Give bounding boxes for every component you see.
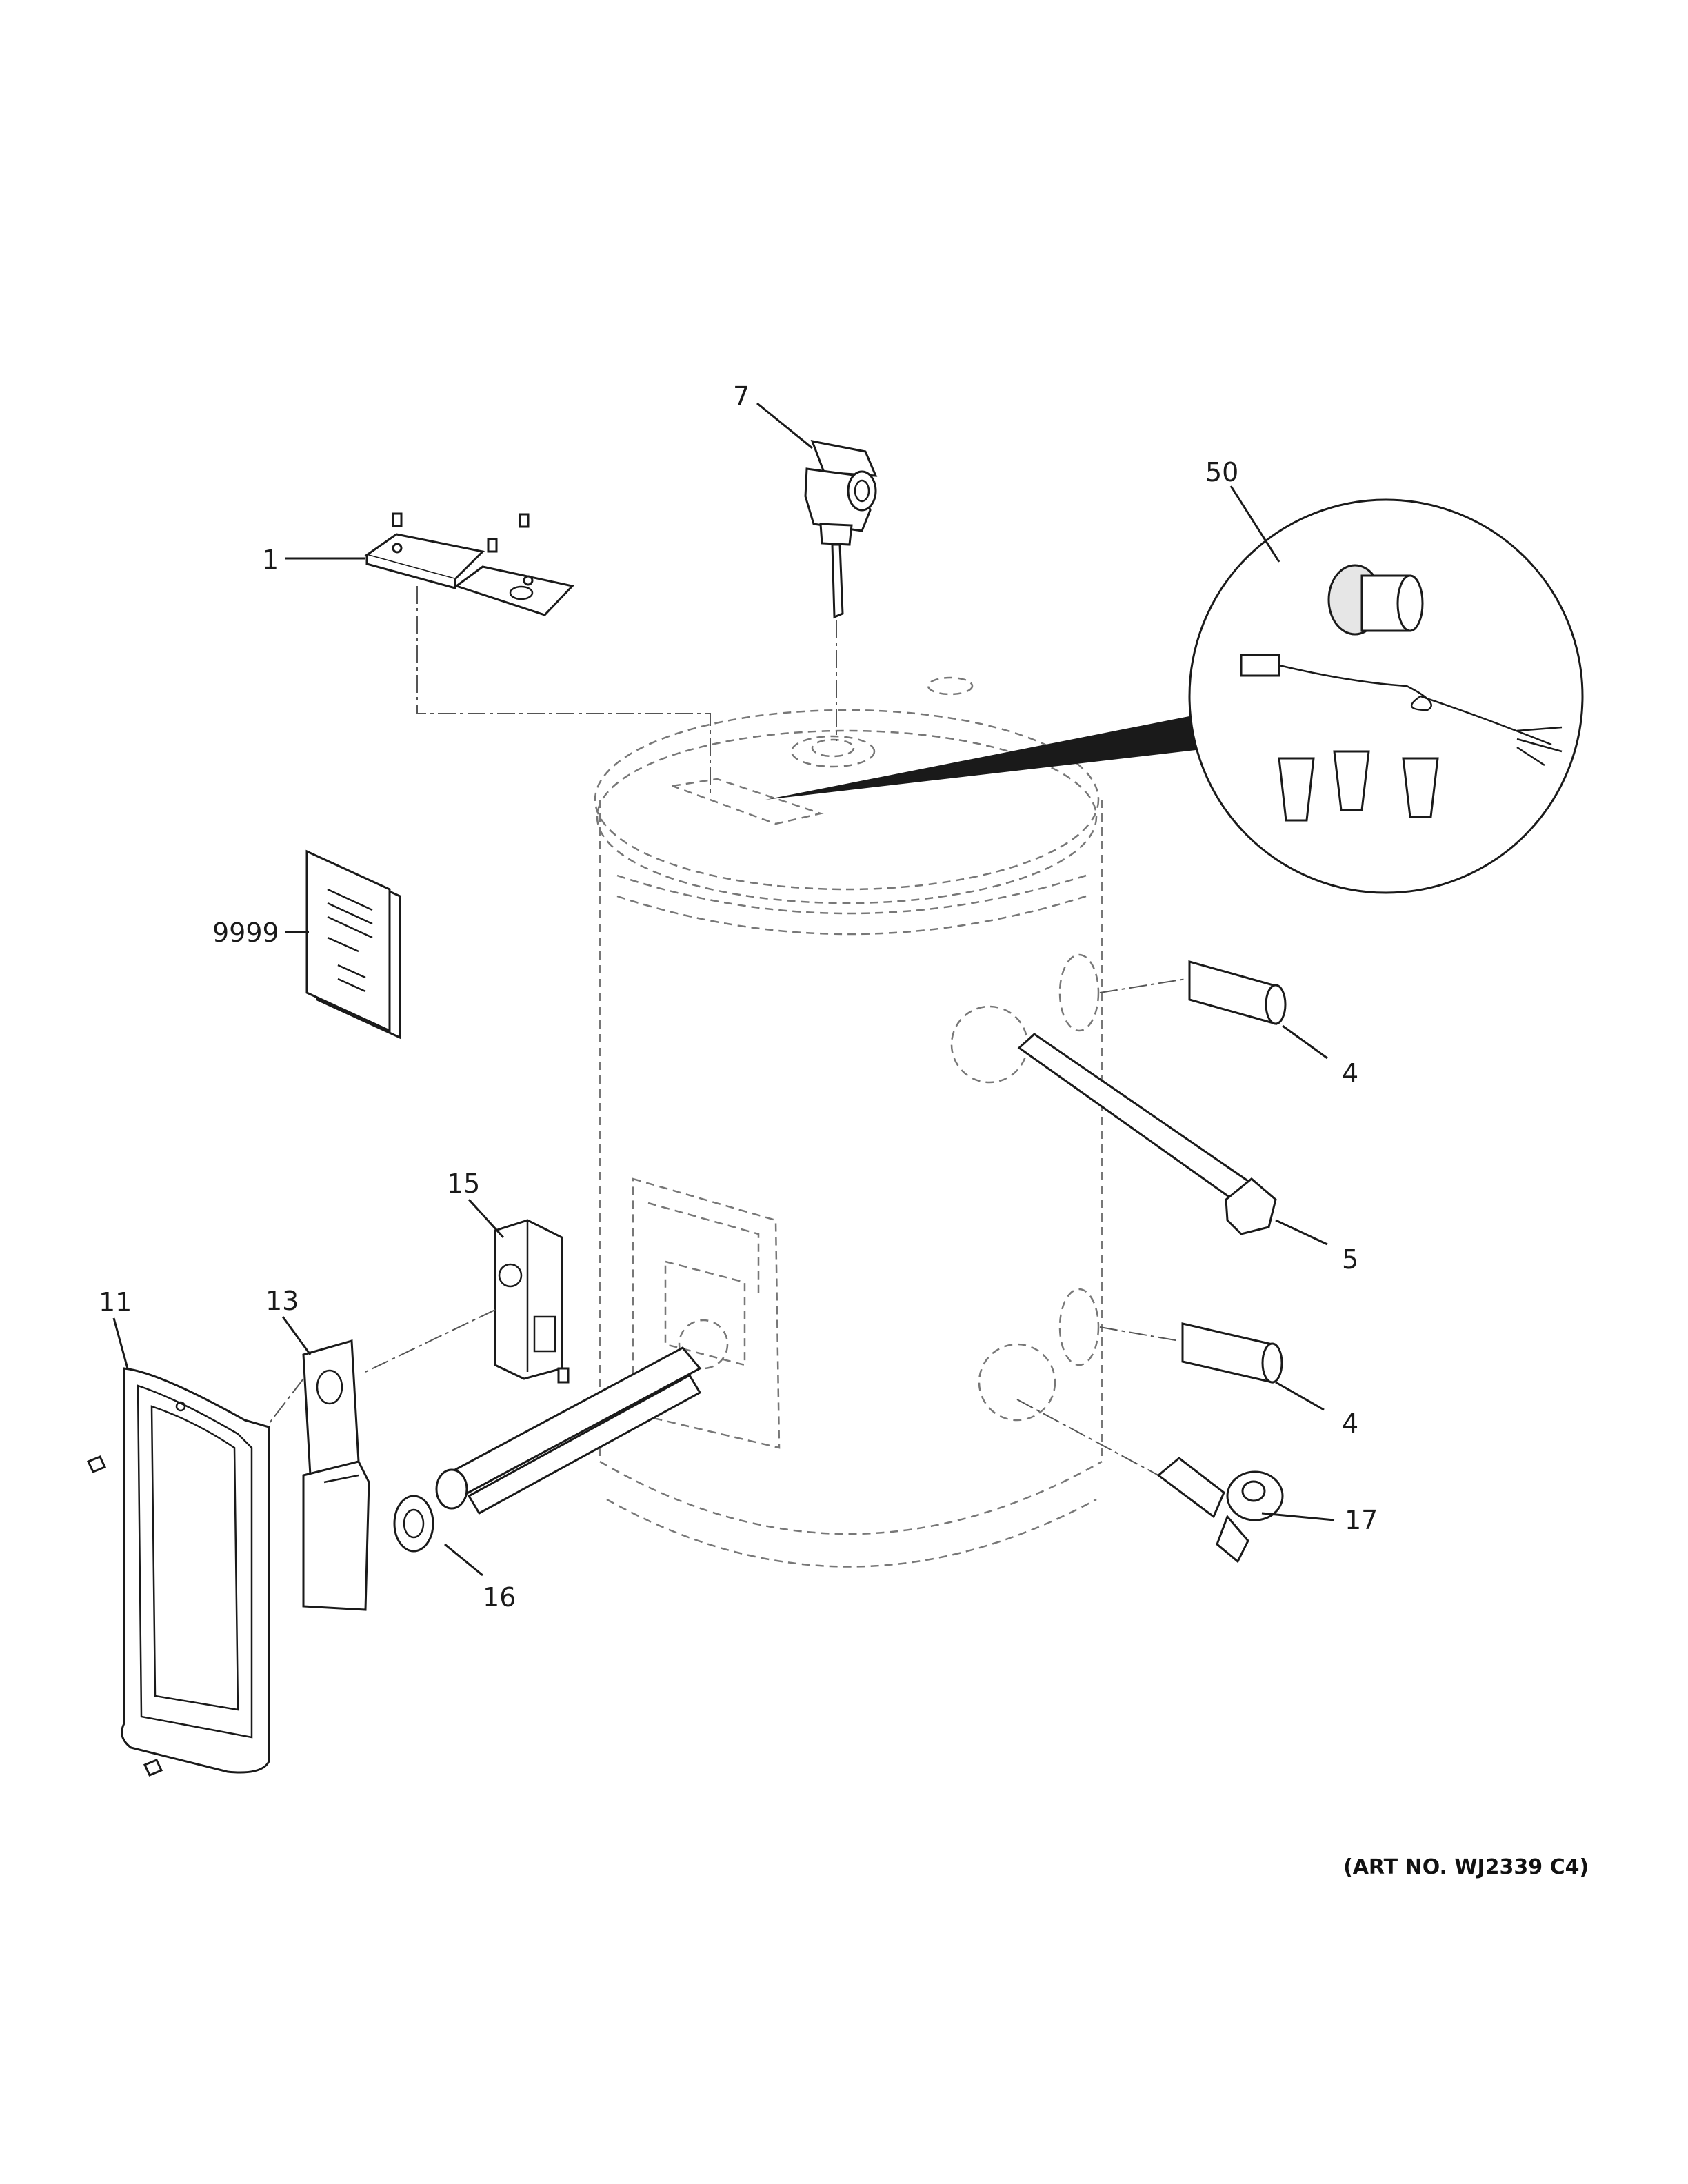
leader-lines xyxy=(112,402,1335,1577)
callout-13: 13 xyxy=(265,1286,299,1316)
nipple-upper xyxy=(1188,960,1287,1025)
callout-5: 5 xyxy=(1342,1244,1358,1275)
art-number: (ART NO. WJ2339 C4) xyxy=(1343,1855,1589,1879)
callout-7: 7 xyxy=(733,381,750,412)
callout-4-lower: 4 xyxy=(1342,1408,1358,1439)
callout-16: 16 xyxy=(483,1582,516,1612)
manual-booklet xyxy=(305,849,401,1040)
callout-9999: 9999 xyxy=(212,918,279,948)
callout-11: 11 xyxy=(99,1287,132,1317)
callout-17: 17 xyxy=(1345,1505,1378,1535)
junction-box-cover xyxy=(364,512,574,616)
callout-15: 15 xyxy=(447,1169,480,1199)
callout-4-upper: 4 xyxy=(1342,1058,1358,1089)
heating-element xyxy=(393,1346,702,1553)
relief-valve xyxy=(804,440,878,619)
nipple-lower xyxy=(1181,1322,1283,1384)
drain-valve xyxy=(1156,1457,1284,1564)
anode-rod xyxy=(1017,1033,1277,1235)
callout-1: 1 xyxy=(262,545,279,575)
thermostat-cover xyxy=(302,1339,370,1611)
callout-50: 50 xyxy=(1205,457,1238,487)
water-heater-tank xyxy=(594,676,1103,1568)
detail-projection xyxy=(765,714,1214,800)
callout-labels: 1 7 50 9999 4 5 4 17 15 13 11 16 xyxy=(99,381,1378,1612)
thermostat xyxy=(494,1219,570,1384)
cord-kit-detail xyxy=(765,498,1584,894)
access-cover xyxy=(86,1367,270,1777)
